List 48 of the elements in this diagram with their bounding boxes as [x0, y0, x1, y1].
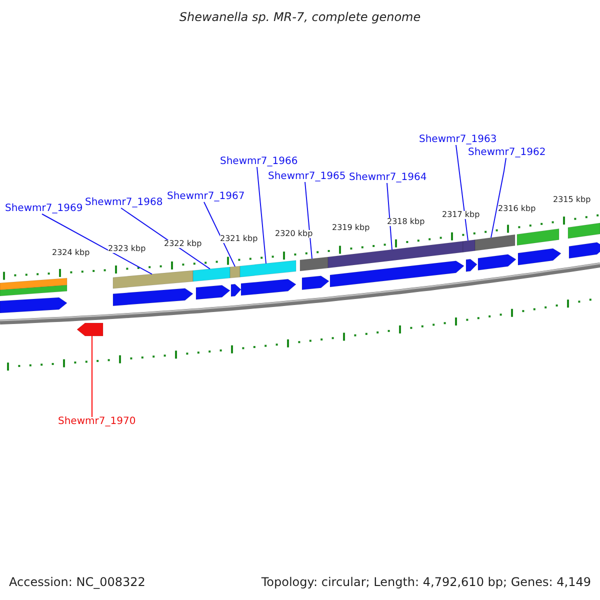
- gene-bar: [462, 240, 476, 252]
- gene-label: Shewmr7_1965: [268, 172, 346, 182]
- gene-label: Shewmr7_1970: [58, 417, 136, 427]
- gene-bar: [474, 234, 516, 251]
- title: Shewanella sp. MR-7, complete genome: [178, 11, 422, 23]
- genome-info-text: Topology: circular; Length: 4,792,610 bp; Genes: 4,149: [261, 576, 591, 588]
- scale-label: 2316 kbp: [498, 205, 536, 213]
- gene-bar: [112, 270, 194, 289]
- gene-label: Shewmr7_1963: [419, 135, 497, 145]
- gene-label: Shewmr7_1964: [349, 173, 427, 183]
- gene-label: Shewmr7_1967: [167, 192, 245, 202]
- leader-line: [42, 214, 152, 275]
- gene-feature: [302, 276, 330, 290]
- scale-label: 2322 kbp: [164, 240, 202, 248]
- scale-label: 2320 kbp: [275, 230, 313, 238]
- leader-line: [456, 144, 468, 242]
- leader-line: [304, 182, 312, 260]
- gene-bar: [516, 228, 560, 246]
- gene-label: Shewmr7_1966: [220, 157, 298, 167]
- leader-line: [490, 158, 506, 238]
- scale-label: 2317 kbp: [442, 211, 480, 219]
- gene-bar: [300, 256, 328, 272]
- gene-bar: [0, 278, 68, 290]
- leader-line: [386, 182, 392, 250]
- scale-label: 2323 kbp: [108, 245, 146, 253]
- leader-line: [120, 208, 210, 270]
- gene-label: Shewmr7_1962: [468, 148, 546, 158]
- gene-bar: [328, 241, 464, 268]
- gene-feature: [518, 248, 562, 266]
- gene-bar: [192, 266, 230, 282]
- scale-label: 2324 kbp: [52, 249, 90, 257]
- accession-text: Accession: NC_008322: [9, 576, 146, 588]
- gene-feature: [0, 297, 68, 314]
- gene-bar: [568, 222, 600, 239]
- gene-label: Shewmr7_1968: [85, 198, 163, 208]
- gene-feature: [568, 242, 600, 259]
- gene-feature: [330, 260, 464, 288]
- leader-line: [204, 202, 236, 268]
- gene-label: Shewmr7_1969: [5, 204, 83, 214]
- scale-label: 2318 kbp: [387, 218, 425, 226]
- scale-label: 2321 kbp: [220, 235, 258, 243]
- scale-label: 2315 kbp: [553, 196, 591, 204]
- gene-feature: [112, 288, 194, 306]
- gene-bar: [240, 260, 296, 278]
- gene-feature: [76, 322, 104, 336]
- gene-bar: [0, 284, 68, 296]
- scale-label: 2319 kbp: [332, 224, 370, 232]
- leader-line: [256, 166, 266, 264]
